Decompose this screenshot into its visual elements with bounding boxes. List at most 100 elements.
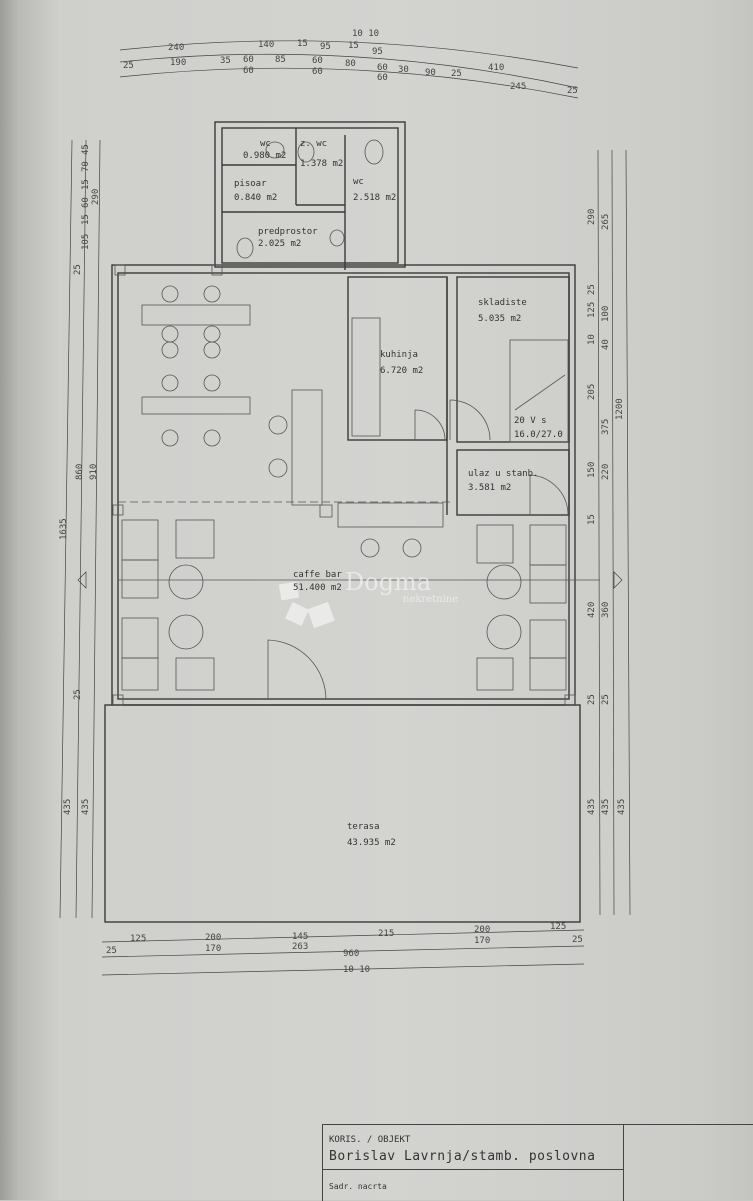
- dim: 60: [81, 197, 91, 208]
- dim: 220: [601, 464, 611, 480]
- dim: 70: [81, 161, 91, 172]
- dim: 125: [587, 302, 597, 318]
- dim: 910: [89, 464, 99, 480]
- dim: 30: [398, 65, 409, 75]
- dim: 25: [567, 86, 578, 96]
- dim: 435: [587, 799, 597, 815]
- dim: 290: [91, 189, 101, 205]
- dim: 205: [587, 384, 597, 400]
- room-area: 1.378 m2: [300, 159, 343, 169]
- dim: 60: [312, 56, 323, 66]
- room-area: 0.980 m2: [243, 151, 286, 161]
- room-name: ulaz u stanb.: [468, 469, 538, 479]
- watermark-brand: Dogma: [345, 568, 431, 596]
- dim: 25: [73, 689, 83, 700]
- dim: 435: [63, 799, 73, 815]
- dim: 85: [275, 55, 286, 65]
- watermark-logo: Dogma nekretnine: [278, 568, 458, 629]
- dim: 10 10: [343, 965, 370, 975]
- room-name: predprostor: [258, 227, 318, 237]
- dim: 25: [587, 284, 597, 295]
- room-name: pisoar: [234, 179, 267, 189]
- dim: 35: [220, 56, 231, 66]
- dim: 100: [601, 306, 611, 322]
- dim: 960: [343, 949, 359, 959]
- dim: 240: [168, 43, 184, 53]
- room-name: kuhinja: [380, 350, 418, 360]
- dim: 170: [474, 936, 490, 946]
- stair-ratio: 16.0/27.0: [514, 430, 563, 440]
- dim: 140: [258, 40, 274, 50]
- dim: 263: [292, 942, 308, 952]
- watermark-tagline: nekretnine: [403, 594, 458, 605]
- title-block-title: Borislav Lavrnja/stamb. poslovna: [329, 1149, 596, 1164]
- room-area: 5.035 m2: [478, 314, 521, 324]
- room-area: 43.935 m2: [347, 838, 396, 848]
- title-block-main: KORIS. / OBJEKT Borislav Lavrnja/stamb. …: [323, 1125, 624, 1201]
- room-name: skladiste: [478, 298, 527, 308]
- title-block: KORIS. / OBJEKT Borislav Lavrnja/stamb. …: [322, 1124, 753, 1201]
- walls: [104, 121, 600, 923]
- dim: 15: [297, 39, 308, 49]
- dim: 45: [81, 144, 91, 155]
- dim-top-total: 10 10: [352, 29, 379, 39]
- section-marker-left: [77, 571, 87, 589]
- dim: 200: [474, 925, 490, 935]
- dim: 60: [243, 55, 254, 65]
- dim: 15: [348, 41, 359, 51]
- room-area: 2.518 m2: [353, 193, 396, 203]
- dim: 360: [601, 602, 611, 618]
- dim: 25: [451, 69, 462, 79]
- dim: 95: [320, 42, 331, 52]
- dim: 40: [601, 339, 611, 350]
- dim: 25: [587, 694, 597, 705]
- dim: 95: [372, 47, 383, 57]
- dim: 60: [243, 66, 254, 76]
- dim: 190: [170, 58, 186, 68]
- dim: 150: [587, 462, 597, 478]
- divider: [323, 1169, 623, 1170]
- dim: 25: [572, 935, 583, 945]
- dim: 200: [205, 933, 221, 943]
- dim: 105: [81, 234, 91, 250]
- right-dimensions: 290 265 125 100 25 10 40 205 375 1200 15…: [587, 149, 631, 916]
- room-name: wc: [353, 177, 364, 187]
- furniture: [121, 139, 569, 701]
- dim: 435: [81, 799, 91, 815]
- dim: 125: [130, 934, 146, 944]
- dim: 25: [106, 946, 117, 956]
- room-name: caffe bar: [293, 570, 342, 580]
- dim: 435: [617, 799, 627, 815]
- room-area: 6.720 m2: [380, 366, 423, 376]
- room-name: terasa: [347, 822, 380, 832]
- dim: 25: [73, 264, 83, 275]
- dim: 60: [377, 63, 388, 73]
- dim: 375: [601, 419, 611, 435]
- title-block-subtitle: Sadr. nacrta: [329, 1182, 387, 1191]
- dim: 265: [601, 214, 611, 230]
- dim: 25: [123, 61, 134, 71]
- dim: 80: [345, 59, 356, 69]
- top-dimensions: 10 10 240 140 15 95 15 95 410 25 190 35 …: [119, 29, 579, 99]
- dim: 245: [510, 82, 526, 92]
- stair-steps: 20 V s: [514, 416, 547, 426]
- dim: 170: [205, 944, 221, 954]
- room-area: 2.025 m2: [258, 239, 301, 249]
- dim: 25: [601, 694, 611, 705]
- dim: 145: [292, 932, 308, 942]
- section-marker-right: [613, 571, 623, 589]
- dim: 435: [601, 799, 611, 815]
- dim: 290: [587, 209, 597, 225]
- dim: 15: [81, 179, 91, 190]
- dim: 60: [312, 67, 323, 77]
- dim: 90: [425, 68, 436, 78]
- room-area: 51.400 m2: [293, 583, 342, 593]
- dim: 410: [488, 63, 504, 73]
- dim: 10: [587, 334, 597, 345]
- room-name: z. wc: [300, 139, 327, 149]
- room-area: 3.581 m2: [468, 483, 511, 493]
- dim: 1635: [59, 518, 69, 540]
- dim: 15: [587, 514, 597, 525]
- room-labels: wc 0.980 m2 z. wc 1.378 m2 wc 2.518 m2 p…: [234, 139, 563, 848]
